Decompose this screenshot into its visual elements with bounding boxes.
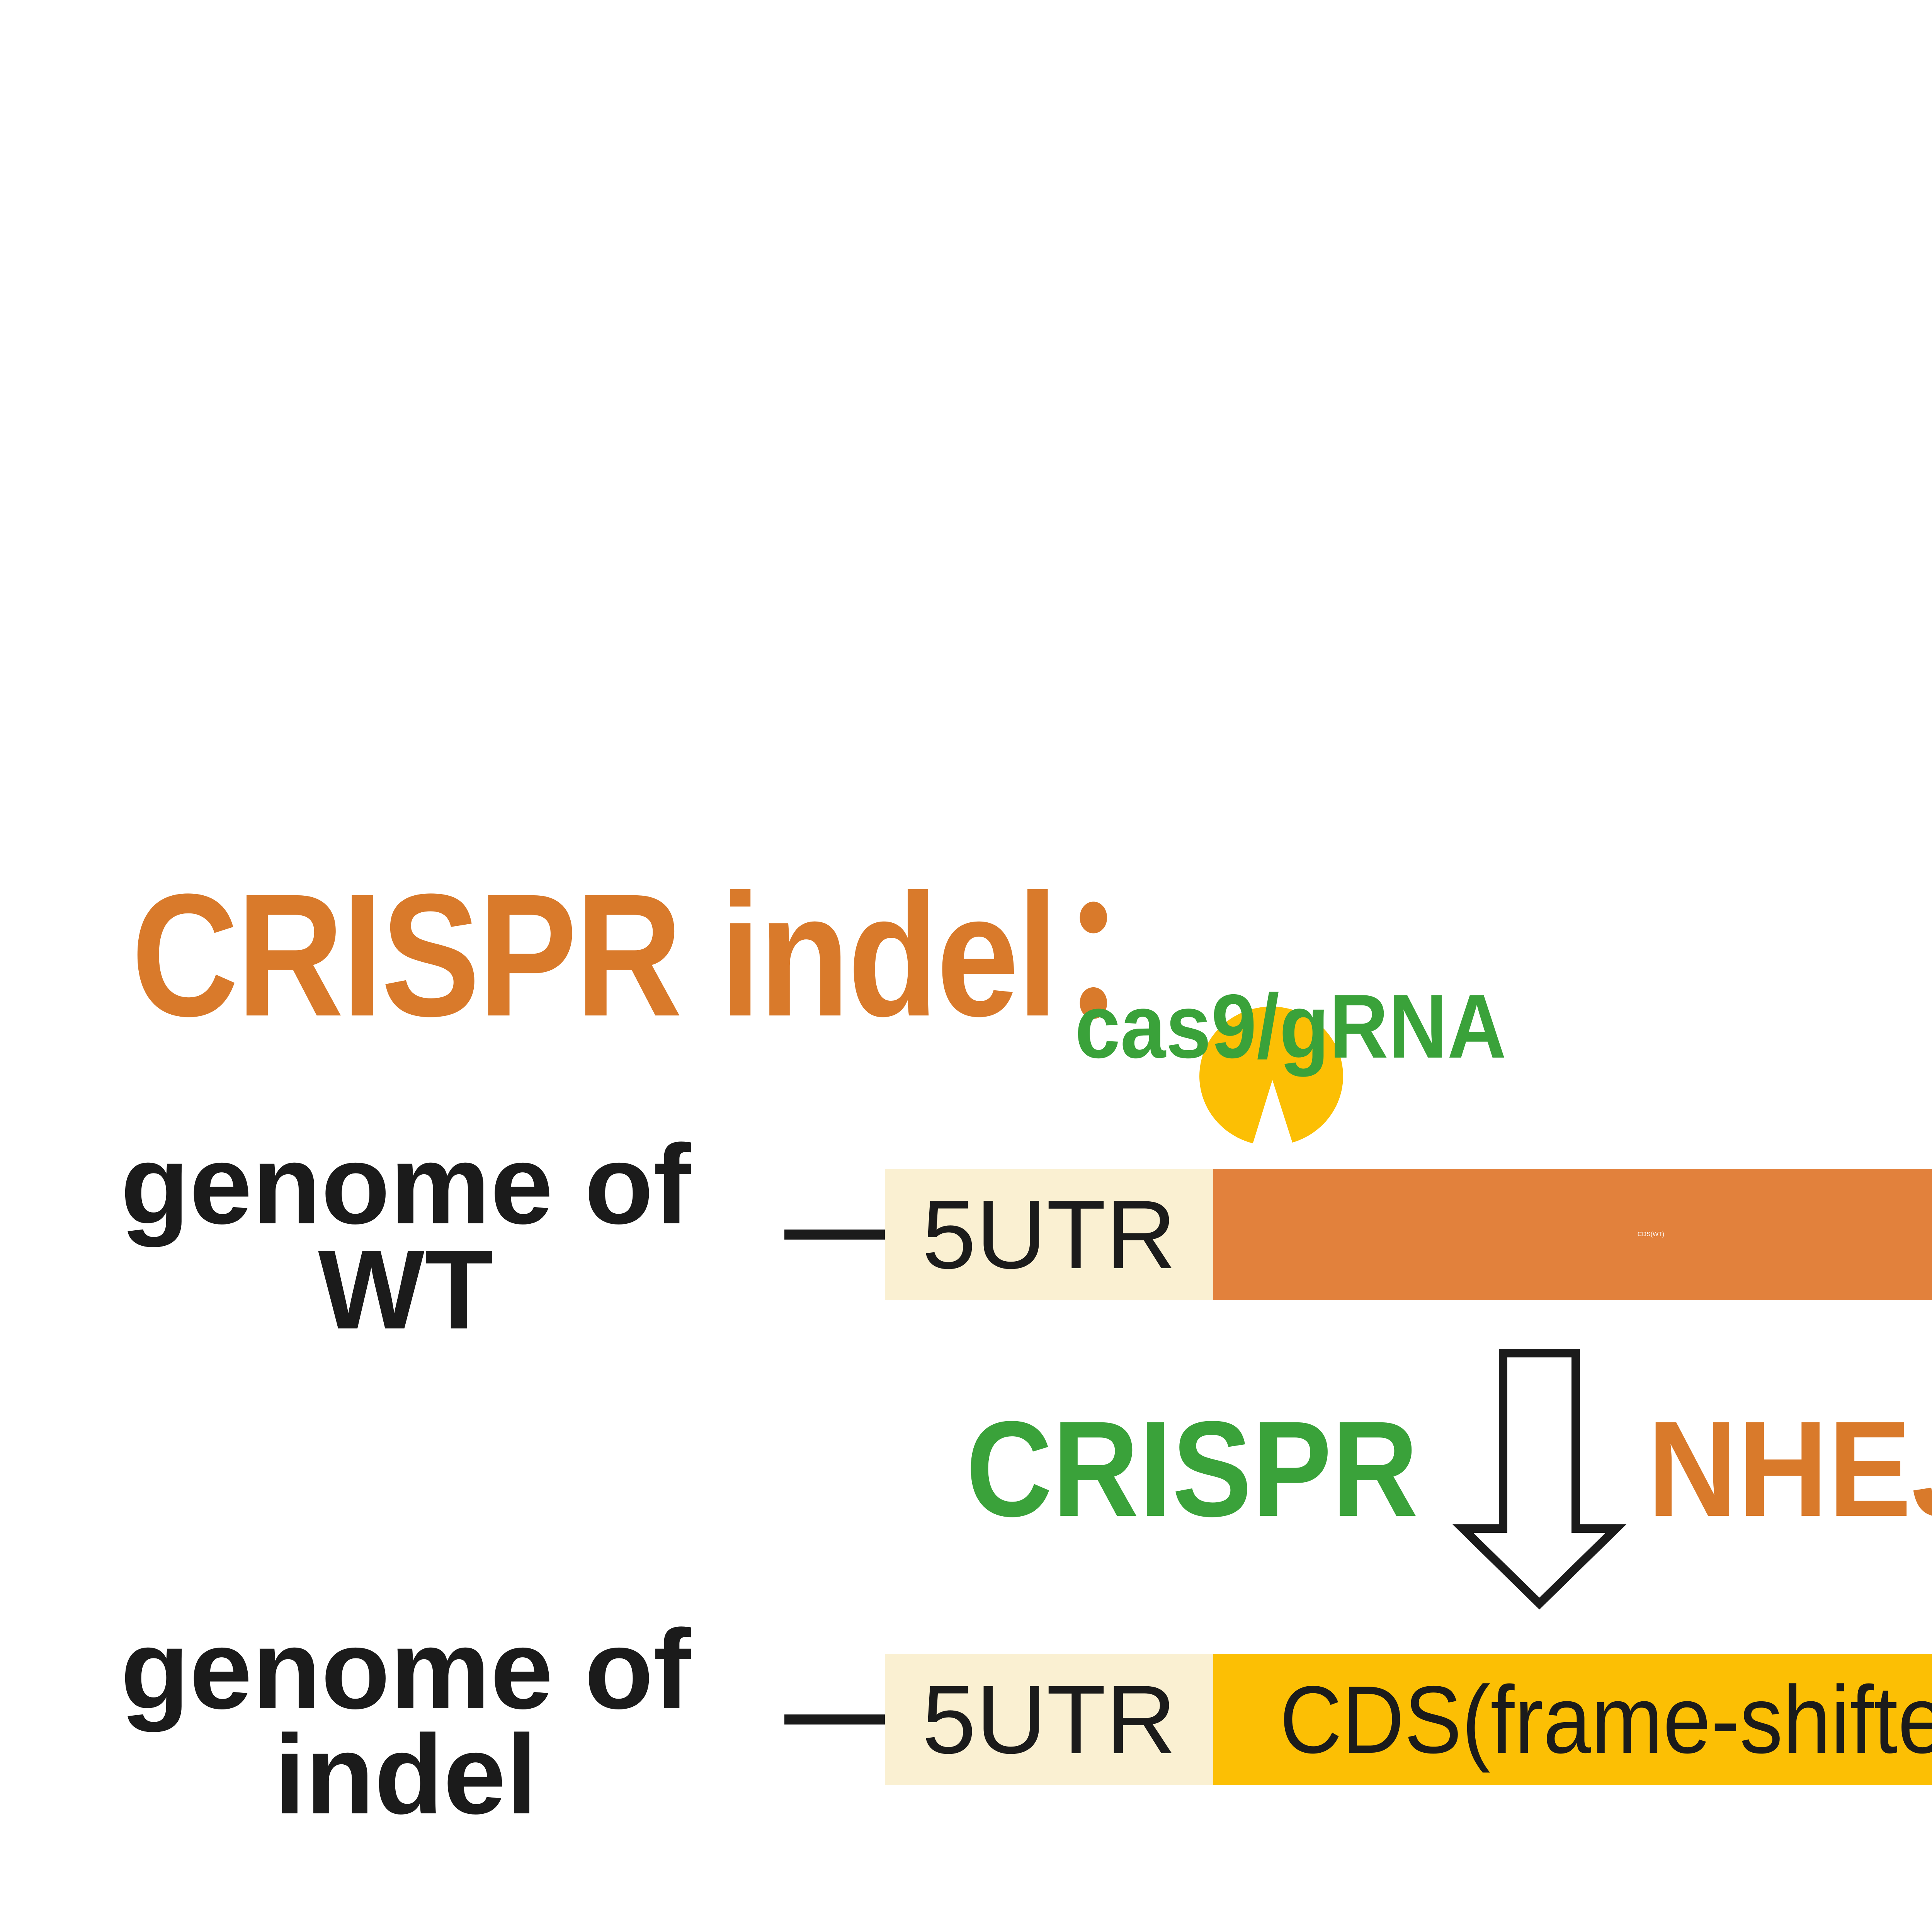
genome-of-indel-label: genome of indel [116,1606,696,1837]
cas9-grna-label: cas9/gRNA [1075,975,1507,1077]
cds-label-wt: CDS(WT) [1213,1169,1932,1300]
cas9-scissors-icon [1199,1007,1343,1146]
utr5-label-indel: 5UTR [922,1665,1177,1774]
page-title: CRISPR indel： [131,857,1205,1053]
genome-of-indel-line1: genome of [120,1606,691,1732]
genome-line-left-indel [784,1714,886,1725]
cds-wt-arrow [1213,1169,1932,1300]
utr5-box-wt: 5UTR [885,1169,1213,1300]
genome-line-left-wt [784,1230,886,1240]
cds-label-indel: CDS(frame-shifted) [1213,1654,1932,1785]
genome-of-wt-label: genome of WT [116,1121,696,1352]
cds-label-wt-text: CDS(WT) [1637,1231,1665,1238]
utr5-box-indel: 5UTR [885,1654,1213,1785]
down-arrow-icon [1452,1349,1626,1610]
genome-of-indel-line2: indel [274,1711,537,1837]
nhej-label: NHEJ [1647,1393,1932,1545]
genome-of-wt-line1: genome of [120,1121,691,1247]
utr5-label-wt: 5UTR [922,1180,1177,1289]
cds-indel-arrow [1213,1654,1932,1785]
genome-of-wt-line2: WT [318,1226,493,1352]
cas9-scissors-notch [1250,1080,1295,1151]
cds-label-indel-text: CDS(frame-shifted) [1279,1666,1932,1773]
crispr-label: CRISPR [966,1393,1418,1545]
